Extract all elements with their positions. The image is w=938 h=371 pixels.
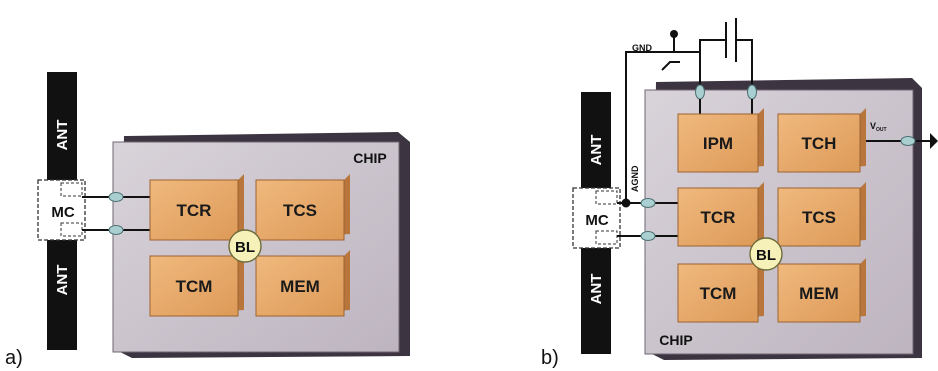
tcs-block-b: TCS [777,182,866,247]
tcr-label-b: TCR [701,208,736,227]
bus-label-a: BL [235,239,255,256]
agnd-label-b: AGND [630,165,640,192]
tcs-label-b: TCS [802,208,836,227]
connector-vout [900,136,916,146]
tcr-block-a: TCR [149,174,244,241]
mc-inner-bottom-a [60,222,83,237]
gnd-node-b [670,30,678,38]
tch-label-b: TCH [802,134,837,153]
connector-a-2 [108,225,124,235]
tch-block-b: TCH [777,108,866,173]
mc-label-a: MC [51,204,74,221]
mc-inner-top-b [595,190,618,205]
connector-b-1 [640,198,656,208]
vout-arrow [930,133,938,149]
tcm-label-a: TCM [176,277,213,296]
chip-label-a: CHIP [353,150,386,166]
antenna-bottom-label-b: ANT [588,274,605,305]
tcr-block-b: TCR [677,182,764,247]
vout-sub: OUT [876,127,887,133]
panel-label-a: a) [5,347,23,369]
antenna-top-label-b: ANT [588,135,605,166]
vout-main: V [870,121,876,131]
vout-label-b: VOUT [870,121,887,133]
tcr-label-a: TCR [177,201,212,220]
antenna-bottom-label-a: ANT [54,265,71,296]
mem-label-b: MEM [799,284,839,303]
mc-label-b: MC [585,212,608,229]
mc-inner-top-a [60,182,83,197]
bus-circle-b [749,237,783,271]
panel-label-b: b) [541,347,559,369]
mem-block-a: MEM [255,250,350,317]
antenna-top-label-a: ANT [54,120,71,151]
tcm-block-a: TCM [149,250,244,317]
gnd-label-b: GND [632,43,653,53]
tcs-label-a: TCS [283,201,317,220]
tcs-block-a: TCS [255,174,350,241]
bus-label-b: BL [756,247,776,264]
connector-a-1 [108,192,124,202]
mem-label-a: MEM [280,277,320,296]
connector-ipm-right [747,84,757,100]
ipm-block-b: IPM [677,108,764,173]
panel-a: ANT ANT MC CHIP TCR TCS TCM [5,72,410,369]
connector-b-2 [640,231,656,241]
bus-circle-a [228,229,262,263]
ipm-label-b: IPM [703,134,733,153]
mem-block-b: MEM [777,258,866,323]
connector-ipm-left [695,84,705,100]
tcm-block-b: TCM [677,258,764,323]
tcm-label-b: TCM [700,284,737,303]
chip-label-b: CHIP [659,332,692,348]
mc-inner-bottom-b [595,230,618,245]
panel-b: ANT ANT MC CHIP GND AGND [541,18,938,369]
